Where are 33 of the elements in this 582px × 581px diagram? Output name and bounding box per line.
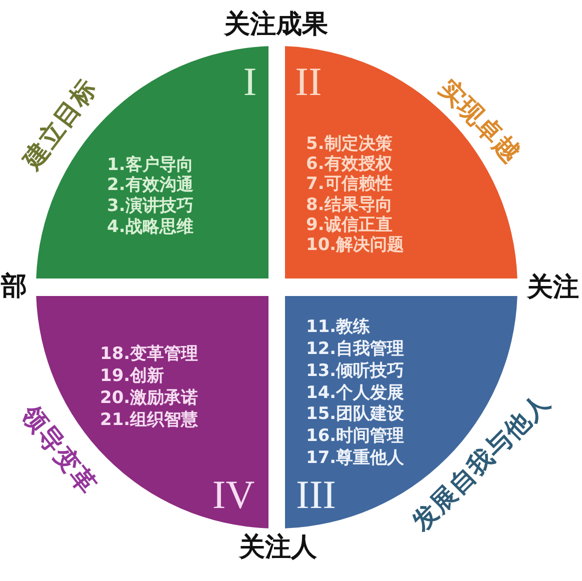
list-item: 15.团队建设 [306, 404, 404, 426]
roman-numeral: III [296, 474, 336, 514]
list-item: 19.创新 [100, 365, 164, 387]
list-item: 9.诚信正直 [306, 214, 392, 235]
list-item: 13.倾听技巧 [306, 360, 404, 382]
axis-label: 关注成果 [224, 10, 328, 40]
list-item: 1.客户导向 [107, 154, 194, 176]
roman-numeral: II [295, 62, 322, 102]
quadrant-heading: 建立目标 [18, 74, 102, 174]
list-item: 7.可信赖性 [306, 174, 392, 194]
list-item: 4.战略思维 [107, 217, 194, 238]
list-item: 3.演讲技巧 [107, 196, 194, 217]
list-item: 2.有效沟通 [107, 175, 194, 196]
quadrant-heading: 发展自我与他人 [406, 388, 556, 536]
list-item: 18.变革管理 [100, 343, 198, 365]
list-item: 21.组织智慧 [100, 409, 198, 431]
list-item: 8.结果导向 [306, 194, 392, 215]
list-item: 20.激励承诺 [100, 387, 198, 409]
axis-label: 关注 [527, 274, 579, 302]
roman-numeral: IV [212, 474, 255, 514]
list-item: 14.个人发展 [306, 382, 404, 404]
list-item: 12.自我管理 [306, 338, 404, 361]
axis-label: 部 [1, 272, 27, 302]
roman-numeral: I [243, 62, 257, 102]
list-item: 11.教练 [306, 317, 370, 339]
list-item: 5.制定决策 [306, 134, 392, 154]
quadrant-heading: 领导变革 [16, 400, 102, 500]
quadrant-heading: 实现卓越 [434, 74, 526, 168]
list-item: 17.尊重他人 [306, 448, 404, 470]
list-item: 10.解决问题 [306, 234, 404, 256]
list-item: 16.时间管理 [306, 426, 404, 448]
list-item: 6.有效授权 [306, 154, 392, 174]
axis-label: 关注人 [239, 534, 317, 562]
